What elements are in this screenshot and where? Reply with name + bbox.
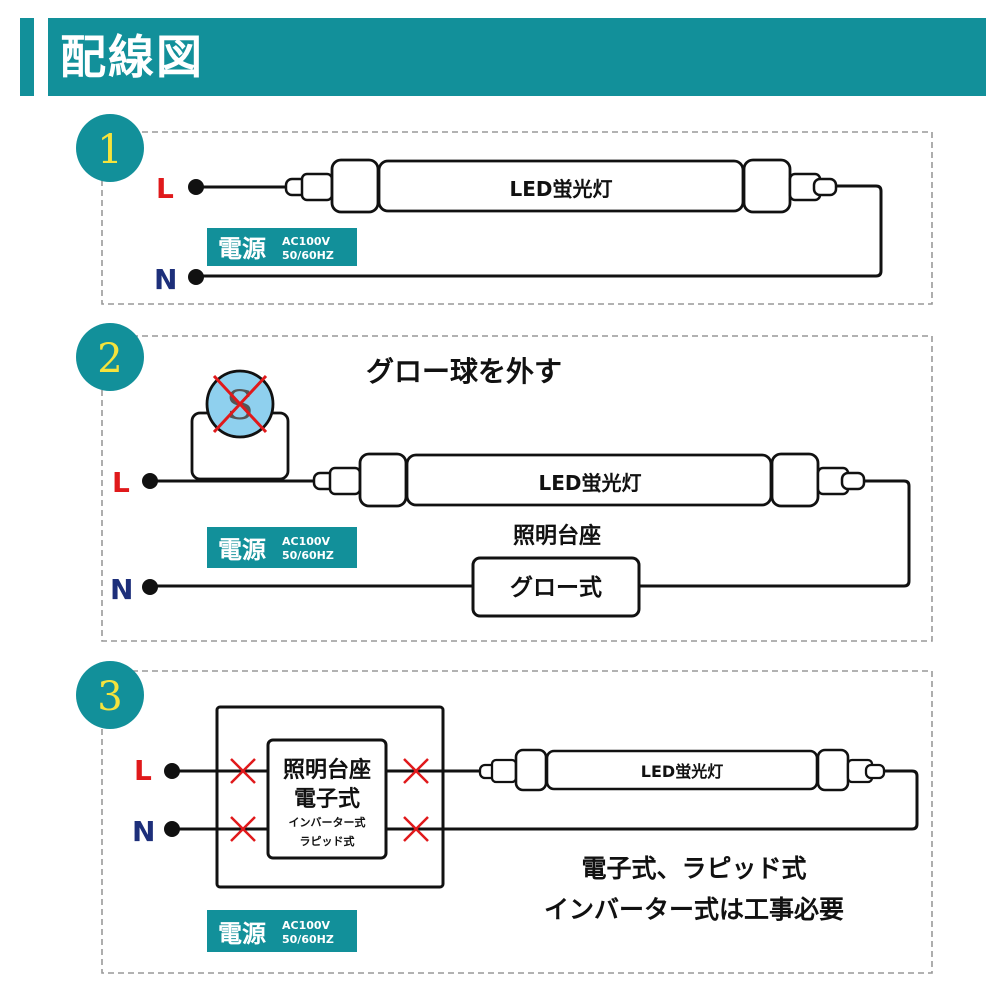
power-label: 電源 bbox=[218, 536, 266, 564]
panel-2: 2 グロー球を外す L N S LED蛍光灯 照明台座 グロー式 bbox=[76, 323, 933, 642]
panel-2-tube-label: LED蛍光灯 bbox=[538, 471, 641, 495]
power-spec-line2: 50/60HZ bbox=[282, 549, 334, 562]
panel-1-neutral-terminal bbox=[188, 269, 204, 285]
panel-1-number-badge bbox=[76, 114, 144, 182]
panel-1-number: 1 bbox=[97, 127, 122, 173]
panel-1-pin bbox=[812, 177, 838, 197]
panel-2-end-cap bbox=[770, 452, 820, 508]
cut-cross-icon bbox=[403, 758, 429, 784]
panel-3-tube-label: LED蛍光灯 bbox=[641, 762, 723, 781]
panel-3-pin bbox=[864, 763, 886, 780]
panel-1-end-cap bbox=[742, 158, 792, 214]
power-label: 電源 bbox=[218, 920, 266, 948]
ballast-box bbox=[266, 738, 388, 860]
panel-3-note-line2: インバーター式は工事必要 bbox=[544, 895, 844, 924]
panel-3-neutral-label: N bbox=[132, 815, 155, 848]
panel-3-neutral-terminal bbox=[164, 821, 180, 837]
panel-1-return-wire bbox=[196, 184, 883, 278]
panel-3-live-terminal bbox=[164, 763, 180, 779]
panel-3-end-cap bbox=[816, 748, 850, 792]
panel-3-return-wire bbox=[386, 769, 919, 831]
panel-1: 1 L N LED蛍光灯 電源 AC100V 50/60HZ bbox=[76, 114, 933, 305]
cut-cross-icon bbox=[403, 816, 429, 842]
panel-2-pin bbox=[840, 471, 866, 491]
panel-3-number-badge bbox=[76, 661, 144, 729]
panel-3-end-cap bbox=[514, 748, 548, 792]
panel-2-end-cap bbox=[358, 452, 408, 508]
power-label: 電源 bbox=[218, 235, 266, 263]
power-spec-line1: AC100V bbox=[282, 919, 331, 932]
ballast-line2: 電子式 bbox=[294, 787, 360, 812]
panel-1-tube-label: LED蛍光灯 bbox=[509, 177, 612, 201]
panel-2-number: 2 bbox=[97, 336, 122, 382]
panel-2-neutral-label: N bbox=[110, 573, 133, 606]
panel-1-power-badge: 電源 AC100V 50/60HZ bbox=[207, 228, 357, 266]
panel-2-title: グロー球を外す bbox=[366, 355, 562, 388]
panel-2-return-wire bbox=[150, 479, 911, 588]
power-spec-line1: AC100V bbox=[282, 535, 331, 548]
panel-3-live-label: L bbox=[134, 754, 152, 787]
power-spec-line2: 50/60HZ bbox=[282, 249, 334, 262]
cut-cross-icon bbox=[230, 816, 256, 842]
panel-1-frame bbox=[101, 131, 933, 305]
panel-1-live-label: L bbox=[156, 172, 174, 205]
page-title: 配線図 bbox=[60, 30, 204, 84]
panel-3-pin bbox=[490, 758, 518, 784]
panel-2-pin bbox=[328, 466, 362, 496]
panel-2-fixture-label: 照明台座 bbox=[513, 523, 601, 549]
glow-type-label: グロー式 bbox=[510, 574, 602, 601]
panel-2-led-tube: LED蛍光灯 bbox=[312, 452, 866, 508]
panel-2-live-label: L bbox=[112, 466, 130, 499]
panel-3-frame bbox=[101, 670, 933, 974]
panel-1-neutral-label: N bbox=[154, 263, 177, 296]
panel-2-neutral-terminal bbox=[142, 579, 158, 595]
power-spec-line2: 50/60HZ bbox=[282, 933, 334, 946]
panel-3-note-line1: 電子式、ラピッド式 bbox=[581, 854, 806, 883]
panel-3-power-badge: 電源 AC100V 50/60HZ bbox=[207, 910, 357, 952]
panel-1-end-cap bbox=[330, 158, 380, 214]
starter-removed-cross-icon bbox=[212, 374, 268, 434]
panel-2-number-badge bbox=[76, 323, 144, 391]
glow-type-box bbox=[471, 556, 641, 618]
panel-2-live-terminal bbox=[142, 473, 158, 489]
cut-cross-icon bbox=[230, 758, 256, 784]
panel-1-pin bbox=[300, 172, 334, 202]
panel-1-led-tube: LED蛍光灯 bbox=[284, 158, 838, 214]
header-bar bbox=[48, 18, 986, 96]
panel-2-frame bbox=[101, 335, 933, 642]
header-accent-bar bbox=[20, 18, 34, 96]
panel-3-number: 3 bbox=[97, 674, 122, 720]
power-spec-line1: AC100V bbox=[282, 235, 331, 248]
panel-3-led-tube: LED蛍光灯 bbox=[478, 748, 886, 792]
panel-3: 3 L N 照明台座 電子式 インバーター式 ラピッド式 bbox=[76, 661, 933, 974]
panel-2-power-badge: 電源 AC100V 50/60HZ bbox=[207, 527, 357, 568]
ballast-line3: インバーター式 bbox=[289, 815, 366, 829]
panel-1-live-terminal bbox=[188, 179, 204, 195]
ballast-line4: ラピッド式 bbox=[300, 834, 355, 848]
ballast-line1: 照明台座 bbox=[283, 757, 371, 783]
